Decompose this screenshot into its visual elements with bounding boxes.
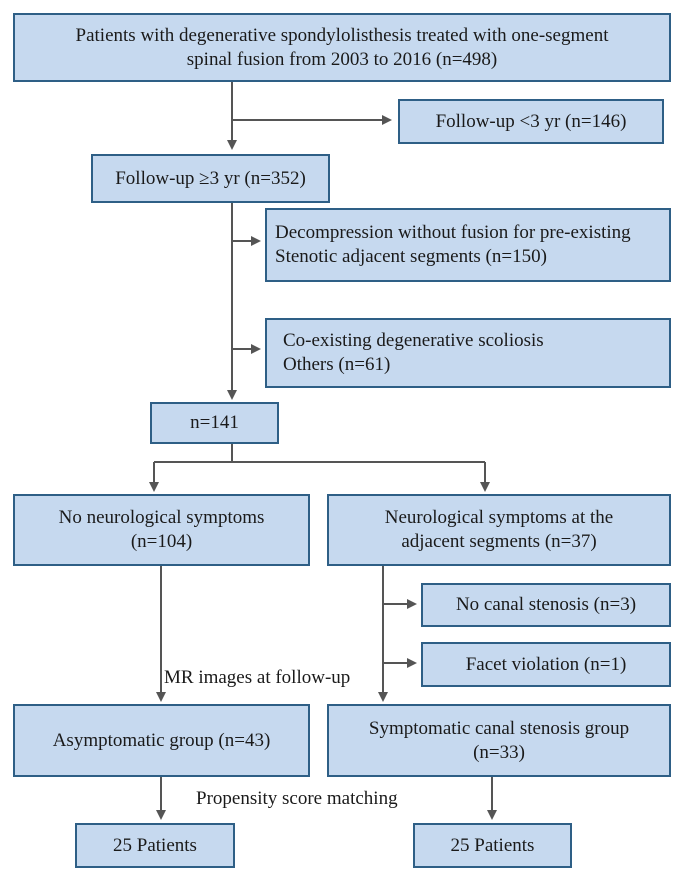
followup-ge3-text: Follow-up ≥3 yr (n=352) (115, 167, 306, 189)
excluded-short-followup-text: Follow-up <3 yr (n=146) (435, 110, 627, 132)
propensity-score-label: Propensity score matching (196, 788, 398, 809)
excluded-scoliosis-box: Co-existing degenerative scoliosis Other… (265, 318, 671, 388)
start-box-line1: Patients with degenerative spondylolisth… (75, 24, 609, 46)
no-canal-stenosis-box: No canal stenosis (n=3) (421, 583, 671, 627)
symptomatic-group-line2: (n=33) (473, 741, 525, 763)
excluded-scoliosis-line2: Others (n=61) (283, 354, 391, 375)
no-canal-stenosis-text: No canal stenosis (n=3) (455, 594, 637, 615)
excluded-scoliosis-line1: Co-existing degenerative scoliosis (283, 330, 544, 351)
start-box: Patients with degenerative spondylolisth… (13, 13, 671, 82)
excluded-decompression-box: Decompression without fusion for pre-exi… (265, 208, 671, 282)
asymptomatic-group-text: Asymptomatic group (n=43) (52, 729, 271, 751)
left-result-text: 25 Patients (113, 834, 197, 856)
symptomatic-group-line1: Symptomatic canal stenosis group (368, 717, 630, 739)
right-result-text: 25 Patients (450, 834, 535, 856)
symptoms-line2: adjacent segments (n=37) (401, 531, 597, 552)
mr-images-label: MR images at follow-up (164, 666, 351, 690)
right-result-box: 25 Patients (413, 823, 572, 868)
symptoms-box: Neurological symptoms at the adjacent se… (327, 494, 671, 566)
excluded-decompression-line2: Stenotic adjacent segments (n=150) (275, 246, 547, 267)
left-result-box: 25 Patients (75, 823, 235, 868)
excluded-decompression-line1: Decompression without fusion for pre-exi… (275, 222, 631, 243)
facet-violation-box: Facet violation (n=1) (421, 642, 671, 687)
remaining-box: n=141 (150, 402, 279, 444)
symptoms-line1: Neurological symptoms at the (384, 507, 614, 528)
facet-violation-text: Facet violation (n=1) (465, 653, 627, 675)
remaining-text: n=141 (190, 412, 239, 433)
no-symptoms-line1: No neurological symptoms (58, 507, 265, 528)
start-box-line2: spinal fusion from 2003 to 2016 (n=498) (186, 48, 498, 70)
excluded-short-followup-box: Follow-up <3 yr (n=146) (398, 99, 664, 144)
symptomatic-group-box: Symptomatic canal stenosis group (n=33) (327, 704, 671, 777)
no-symptoms-line2: (n=104) (130, 531, 193, 552)
no-symptoms-box: No neurological symptoms (n=104) (13, 494, 310, 566)
asymptomatic-group-box: Asymptomatic group (n=43) (13, 704, 310, 777)
followup-ge3-box: Follow-up ≥3 yr (n=352) (91, 154, 330, 203)
